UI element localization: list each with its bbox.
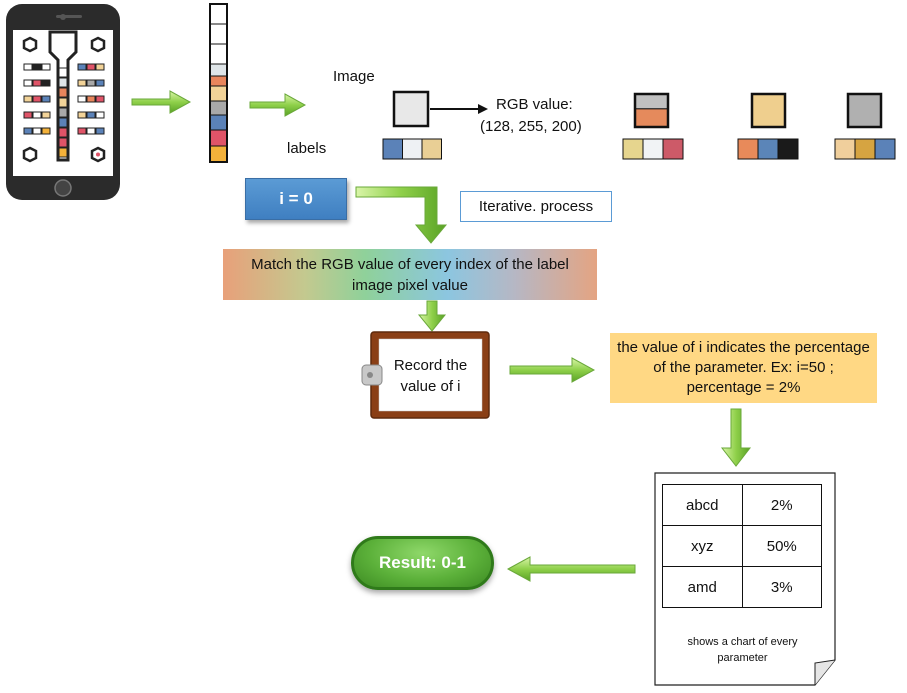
strip-cell [209, 129, 228, 147]
example-label-swatch [662, 138, 684, 160]
param-value: 2% [741, 484, 823, 526]
result-table: abcd 2% xyz 50% amd 3% [662, 484, 823, 608]
arrow-left [506, 556, 636, 582]
strip-cell [209, 114, 228, 131]
param-value: 3% [741, 566, 823, 608]
strip-cell [209, 63, 228, 77]
strip-cell [209, 145, 228, 163]
param-name: amd [662, 566, 743, 608]
record-text: Record the value of i [393, 357, 468, 395]
example-label-swatch [642, 138, 664, 160]
example-image-frame [750, 92, 787, 129]
example-image-frame [633, 92, 670, 129]
strip-cell [209, 43, 228, 65]
arrow-right-1 [131, 90, 192, 114]
parameter-box: the value of i indicates the percentage … [610, 333, 877, 403]
param-name: abcd [662, 484, 743, 526]
param-name: xyz [662, 525, 743, 567]
image-label: Image [333, 68, 375, 85]
example-image-frame [846, 92, 883, 129]
label-color-strip [209, 3, 228, 163]
table-row: abcd 2% [662, 484, 823, 526]
match-rgb-box: Match the RGB value of every index of th… [223, 249, 597, 300]
strip-cell [209, 23, 228, 45]
strip-outline [209, 3, 228, 163]
strip-cell [209, 100, 228, 116]
table-caption: shows a chart of every parameter [687, 636, 798, 664]
labels-label: labels [287, 140, 327, 157]
label-swatches [382, 138, 442, 160]
arrow-right-2 [249, 93, 307, 117]
example-image-part [634, 108, 669, 128]
example-label-swatch [854, 138, 876, 160]
rgb-value: (128, 255, 200) [480, 118, 582, 135]
param-value: 50% [741, 525, 823, 567]
image-square [392, 90, 430, 128]
table-row: amd 3% [662, 566, 823, 608]
strip-cell [209, 3, 228, 25]
parameter-text: the value of i indicates the percentage … [617, 339, 870, 396]
label-swatch [382, 138, 403, 160]
label-swatch [421, 138, 442, 160]
arrow-right-3 [509, 357, 596, 383]
example-label-swatch [737, 138, 759, 160]
arrow-down-bent [355, 186, 448, 244]
iterative-process-box: Iterative. process [460, 191, 612, 222]
arrow-down-2 [417, 300, 447, 332]
arrow-black [430, 104, 488, 114]
strip-cell [209, 75, 228, 87]
example-label-swatch [834, 138, 856, 160]
result-button[interactable]: Result: 0-1 [351, 536, 494, 590]
label-swatch [402, 138, 423, 160]
example-image [847, 93, 882, 128]
example-image [751, 93, 786, 128]
rgb-title: RGB value: [496, 96, 573, 113]
table-row: xyz 50% [662, 525, 823, 567]
example-image-part [634, 93, 669, 110]
clipboard-icon [361, 331, 490, 419]
smartphone-icon [6, 4, 120, 200]
init-box: i = 0 [245, 178, 347, 220]
example-groups [622, 92, 896, 160]
strip-cell [209, 85, 228, 102]
example-label-swatch [874, 138, 896, 160]
arrow-down-3 [720, 408, 752, 467]
match-rgb-text: Match the RGB value of every index of th… [251, 255, 569, 294]
example-label-swatch [757, 138, 779, 160]
example-label-swatch [622, 138, 644, 160]
example-label-swatch [777, 138, 799, 160]
